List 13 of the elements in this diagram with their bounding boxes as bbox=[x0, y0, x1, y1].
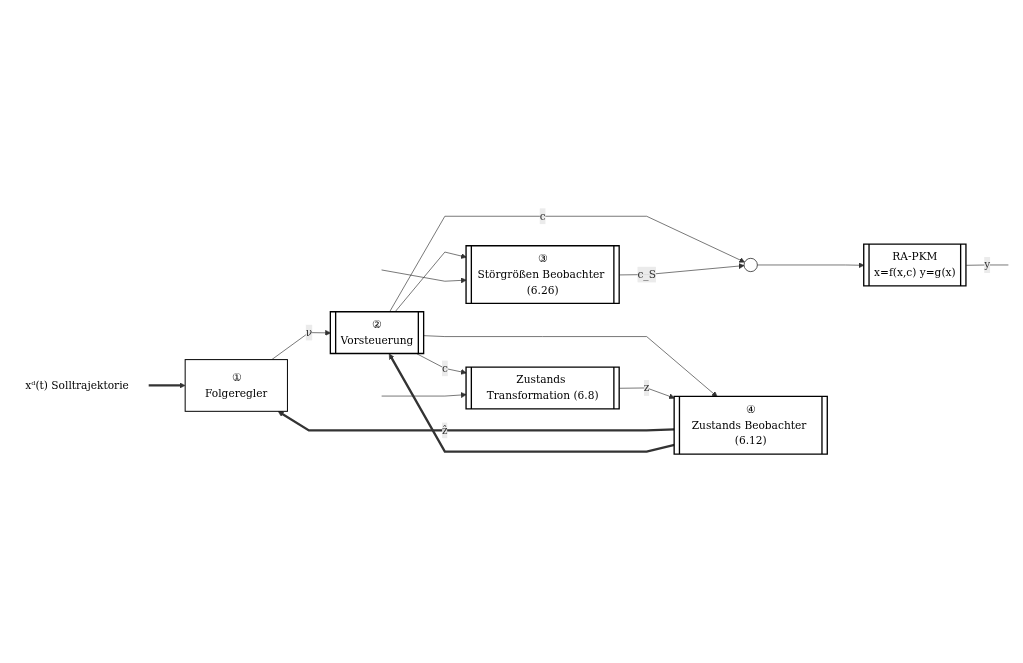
arrow bbox=[277, 411, 675, 432]
edge-label: c_S bbox=[637, 268, 656, 281]
edge-label: y bbox=[984, 258, 991, 272]
node-text: xᵈ(t) Solltrajektorie bbox=[25, 379, 129, 392]
edge-label: ẑ bbox=[442, 424, 448, 437]
edge-label: c bbox=[539, 209, 546, 223]
edge-label: z bbox=[643, 381, 650, 395]
arrow bbox=[148, 382, 186, 389]
node-box: ① Folgeregler bbox=[184, 359, 288, 413]
connector bbox=[965, 264, 1009, 266]
edge-label: ν bbox=[305, 326, 313, 339]
edge-label: c bbox=[441, 362, 448, 375]
node-circle bbox=[743, 258, 758, 273]
